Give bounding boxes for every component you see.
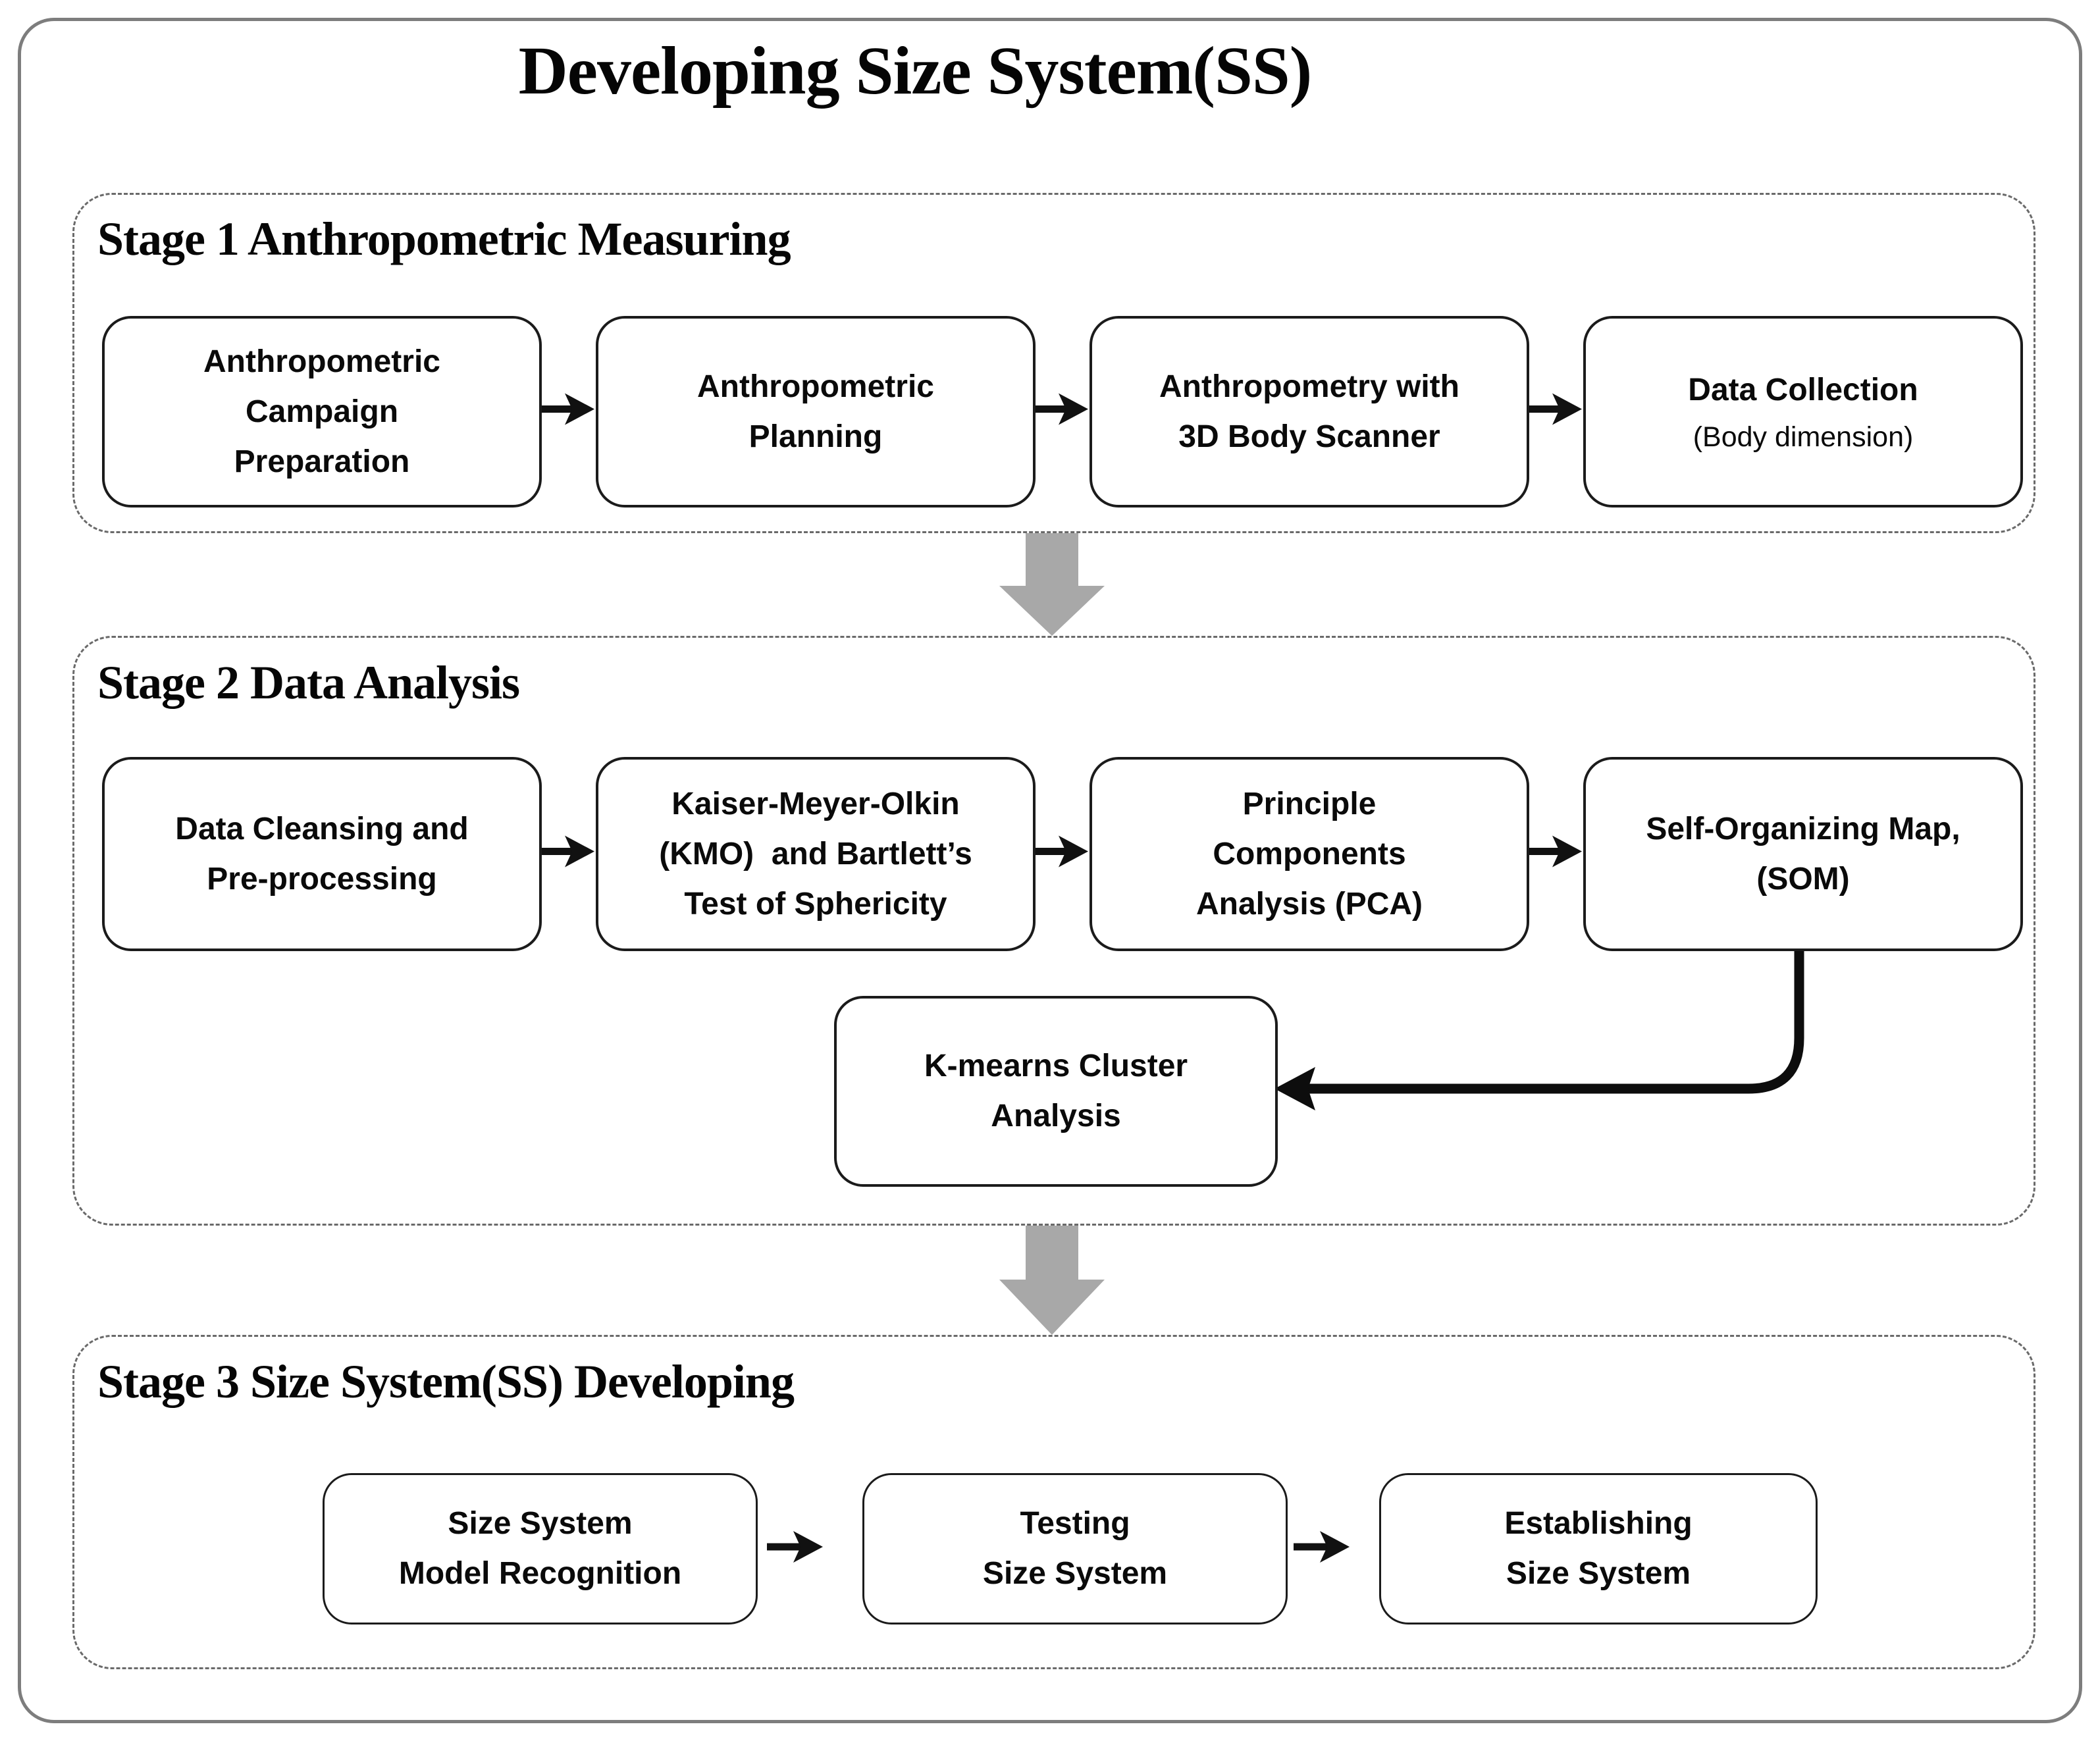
box-line: (SOM) [1756, 861, 1850, 896]
flow-box-som: Self-Organizing Map, (SOM) [1583, 757, 2023, 951]
flow-box-testing-size-system: Testing Size System [862, 1473, 1288, 1624]
box-line: Self-Organizing Map, [1646, 811, 1960, 846]
flow-box-anthropometric-planning: Anthropometric Planning [596, 316, 1036, 507]
box-line: Size System [982, 1556, 1168, 1591]
flow-box-anthropometric-campaign-preparation: Anthropometric Campaign Preparation [102, 316, 542, 507]
box-line: (Body dimension) [1693, 421, 1914, 453]
box-line: (KMO) and Bartlett’s [659, 836, 972, 871]
box-line: Anthropometric [697, 369, 934, 404]
box-line: Anthropometric [203, 344, 440, 379]
box-line: Pre-processing [207, 861, 437, 896]
stage3-heading: Stage 3 Size System(SS) Developing [97, 1355, 795, 1408]
stage1-container [72, 193, 2035, 533]
box-line: 3D Body Scanner [1178, 419, 1440, 454]
box-line: Model Recognition [398, 1556, 682, 1591]
box-line: Components [1213, 836, 1406, 871]
diagram-title: Developing Size System(SS) [518, 33, 1313, 109]
box-line: K-mearns Cluster [924, 1049, 1188, 1083]
box-line: Data Collection [1688, 372, 1918, 407]
box-line: Size System [1506, 1556, 1691, 1591]
flow-box-kmo-bartlett-test: Kaiser-Meyer-Olkin (KMO) and Bartlett’s … [596, 757, 1036, 951]
flow-box-establishing-size-system: Establishing Size System [1379, 1473, 1818, 1624]
box-line: Test of Sphericity [684, 886, 947, 922]
stage2-container [72, 636, 2035, 1226]
stage1-heading: Stage 1 Anthropometric Measuring [97, 213, 791, 265]
box-line: Principle [1242, 786, 1377, 821]
flow-box-pca: Principle Components Analysis (PCA) [1089, 757, 1529, 951]
flow-box-kmeans-cluster-analysis: K-mearns Cluster Analysis [834, 996, 1278, 1187]
box-line: Planning [748, 419, 883, 454]
stage2-heading: Stage 2 Data Analysis [97, 656, 520, 709]
box-line: Size System [448, 1506, 633, 1541]
box-line: Testing [1020, 1506, 1130, 1541]
box-line: Kaiser-Meyer-Olkin [671, 786, 960, 821]
flow-box-anthropometry-3d-body-scanner: Anthropometry with 3D Body Scanner [1089, 316, 1529, 507]
box-line: Analysis [991, 1099, 1121, 1133]
box-line: Anthropometry with [1159, 369, 1459, 404]
box-line: Analysis (PCA) [1195, 886, 1423, 922]
flow-box-data-cleansing: Data Cleansing and Pre-processing [102, 757, 542, 951]
box-line: Preparation [234, 444, 410, 479]
box-line: Campaign [245, 394, 399, 429]
box-line: Establishing [1504, 1506, 1693, 1541]
flow-box-data-collection: Data Collection (Body dimension) [1583, 316, 2023, 507]
flow-box-size-system-model-recognition: Size System Model Recognition [323, 1473, 758, 1624]
box-line: Data Cleansing and [175, 811, 469, 846]
stage3-container [72, 1335, 2035, 1669]
